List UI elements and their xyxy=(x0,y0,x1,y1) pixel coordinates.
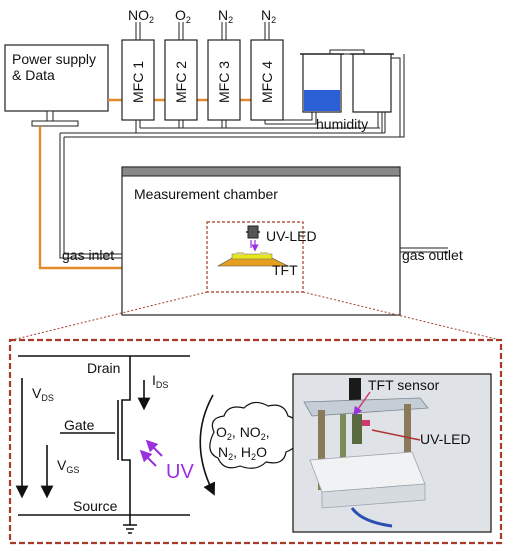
mfc-3-gas: N xyxy=(218,7,228,23)
mfc-1: MFC 1 NO2 xyxy=(121,7,155,121)
svg-text:O2, NO2,: O2, NO2, xyxy=(216,424,270,442)
zoom-lines xyxy=(11,291,501,341)
drain-label: Drain xyxy=(87,360,120,376)
mfc-group: MFC 1 NO2 MFC 2 O2 MFC 3 N2 MFC 4 N2 xyxy=(121,7,284,121)
tft-device-icon xyxy=(216,252,289,267)
photo-tft-sensor-label: TFT sensor xyxy=(368,377,440,393)
gas-flow-arrow xyxy=(199,394,216,496)
svg-text:O2: O2 xyxy=(175,7,191,25)
gas-outlet-label: gas outlet xyxy=(402,247,463,263)
water-level xyxy=(304,90,340,111)
power-supply-unit: Power supply & Data xyxy=(4,44,109,127)
svg-text:IDS: IDS xyxy=(152,372,168,390)
svg-text:VDS: VDS xyxy=(32,385,54,403)
svg-text:N2, H2O: N2, H2O xyxy=(218,444,267,462)
uv-label: UV xyxy=(166,461,194,483)
vgs-label: V xyxy=(57,457,67,473)
tft-inset-box xyxy=(206,221,304,293)
svg-text:NO2: NO2 xyxy=(128,7,154,25)
mfc-4: MFC 4 N2 xyxy=(250,7,284,121)
gate-label: Gate xyxy=(64,417,95,433)
mfc-1-gas: NO xyxy=(128,7,149,23)
ground-symbol xyxy=(123,515,137,534)
mfc-1-label: MFC 1 xyxy=(130,61,146,103)
gas-no2: NO xyxy=(240,424,261,440)
svg-text:VGS: VGS xyxy=(57,457,79,475)
gas-inlet-label: gas inlet xyxy=(62,247,114,263)
measurement-chamber: Measurement chamber gas inlet gas outlet… xyxy=(62,166,463,316)
uv-led-icon xyxy=(247,225,259,239)
vds-label: V xyxy=(32,385,42,401)
uv-light-icon xyxy=(139,439,163,467)
humidity-label: humidity xyxy=(316,116,368,132)
svg-text:N2: N2 xyxy=(218,7,233,25)
sensor-photo xyxy=(292,373,492,533)
gas-h2o: H xyxy=(241,444,251,460)
chamber-title: Measurement chamber xyxy=(134,186,278,202)
mfc-3: MFC 3 N2 xyxy=(207,7,241,121)
mfc-2: MFC 2 O2 xyxy=(164,7,198,121)
mfc-2-gas: O xyxy=(175,7,186,23)
mfc-4-gas: N xyxy=(261,7,271,23)
svg-text:N2: N2 xyxy=(261,7,276,25)
gas-o2: O xyxy=(216,424,227,440)
ids-label: I xyxy=(152,372,156,388)
photo-uv-led-label: UV-LED xyxy=(420,431,471,447)
mfc-4-label: MFC 4 xyxy=(259,61,275,103)
mfc-2-label: MFC 2 xyxy=(173,61,189,103)
mfc-3-label: MFC 3 xyxy=(216,61,232,103)
humidifier-bottles: humidity xyxy=(300,53,394,132)
source-label: Source xyxy=(73,498,118,514)
detail-frame xyxy=(8,338,503,545)
gas-n2: N xyxy=(218,444,228,460)
tft-label: TFT xyxy=(272,262,298,278)
power-supply-data-label: & Data xyxy=(12,67,55,83)
power-supply-label: Power supply xyxy=(12,51,96,67)
uv-led-label: UV-LED xyxy=(266,228,317,244)
tft-circuit xyxy=(15,355,216,534)
